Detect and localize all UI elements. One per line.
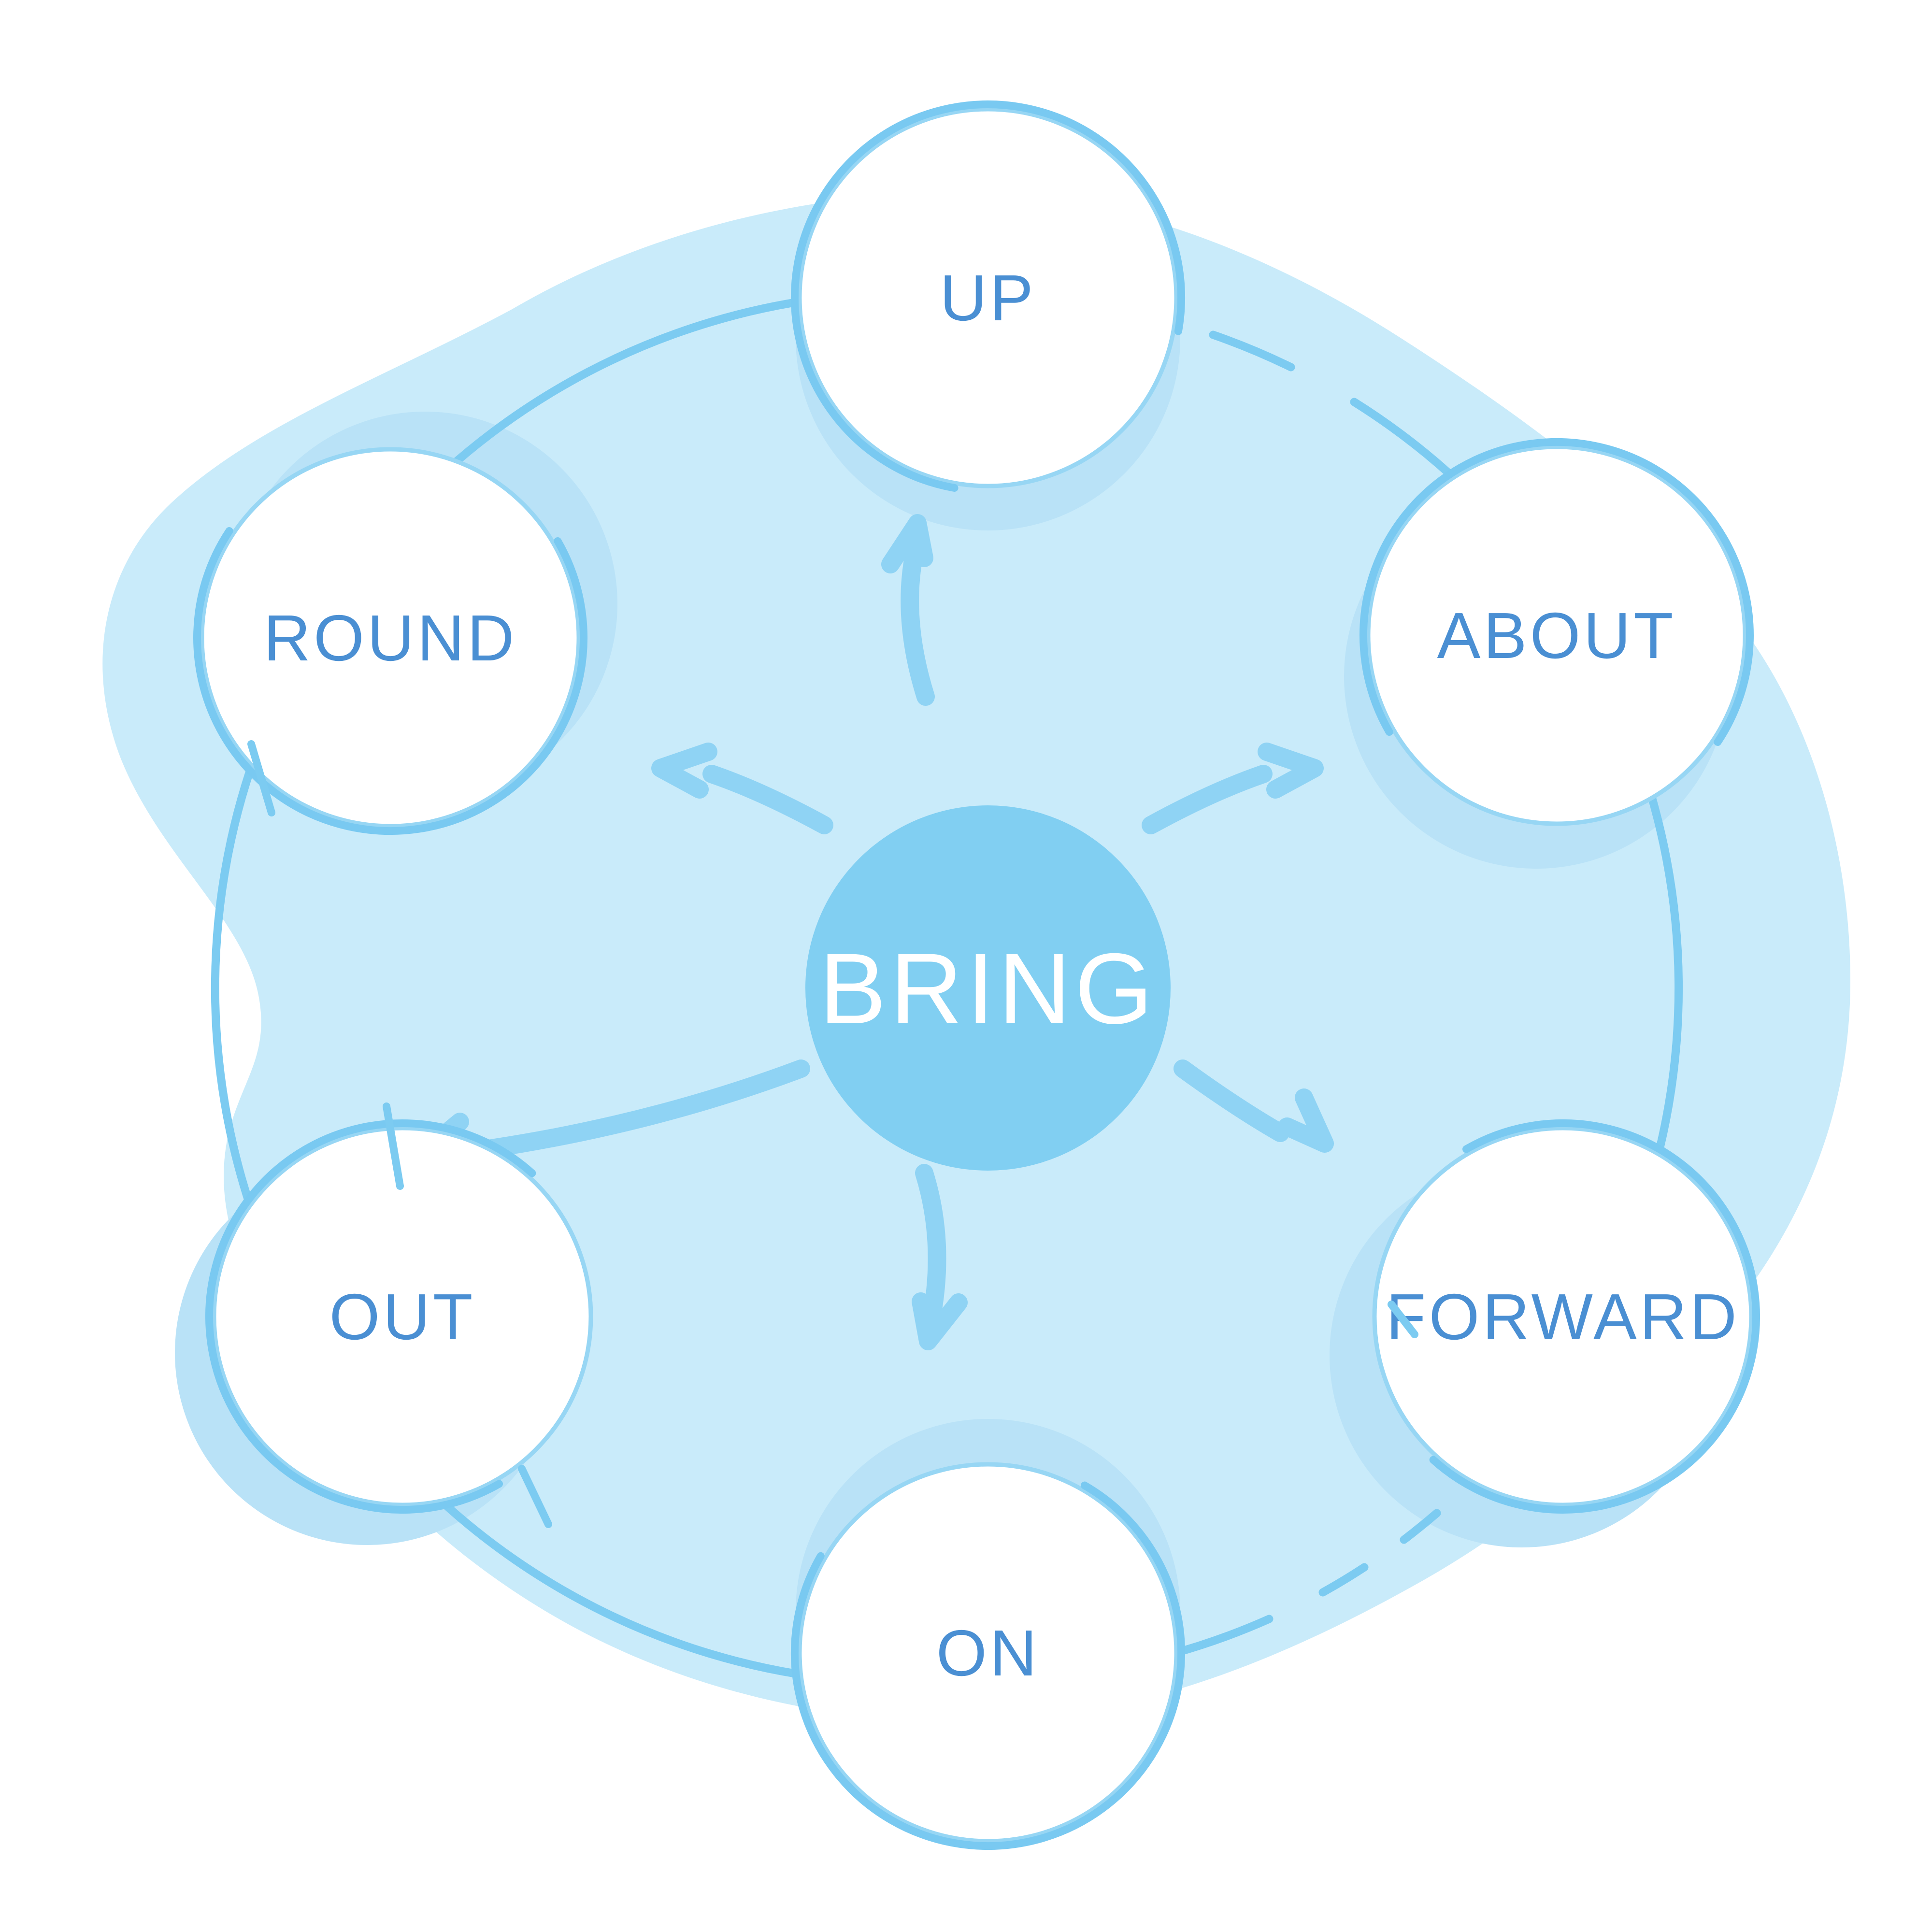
node-up: UP <box>791 100 1185 495</box>
ring-ticks <box>247 740 1418 1528</box>
tick-round-bottom <box>247 740 275 816</box>
node-label-up: UP <box>940 261 1036 334</box>
node-label-out: OUT <box>329 1280 476 1353</box>
center-label: BRING <box>819 933 1157 1045</box>
node-about: ABOUT <box>1360 438 1754 832</box>
tick-out-top <box>383 1102 404 1190</box>
tick-forward-left <box>1388 1301 1418 1338</box>
ring-dash-forward-on-2 <box>1318 1563 1369 1597</box>
ring-arc-left <box>211 288 992 1688</box>
node-label-forward: FORWARD <box>1386 1280 1740 1353</box>
arrow-to-round-icon <box>651 743 833 834</box>
node-round: ROUND <box>193 441 587 835</box>
center-node-bring: BRING <box>805 805 1171 1171</box>
node-on: ON <box>791 1456 1185 1850</box>
tick-out-bottom <box>518 1465 552 1528</box>
center-circle <box>805 805 1171 1171</box>
ring-dash-up-about <box>1209 330 1295 372</box>
node-circles: UP ABOUT FORWARD ON OUT ROUND <box>193 100 1760 1850</box>
node-label-about: ABOUT <box>1437 599 1676 672</box>
arrow-to-on-icon <box>912 1164 968 1350</box>
arrow-to-about-icon <box>1142 743 1324 834</box>
arrow-to-up-icon <box>881 514 935 706</box>
node-forward: FORWARD <box>1366 1119 1760 1514</box>
node-label-on: ON <box>936 1617 1040 1689</box>
node-out: OUT <box>205 1119 600 1514</box>
ring-dash-forward-on-1 <box>1400 1509 1441 1544</box>
node-label-round: ROUND <box>264 601 517 674</box>
arrow-to-forward-icon <box>1174 1059 1334 1153</box>
